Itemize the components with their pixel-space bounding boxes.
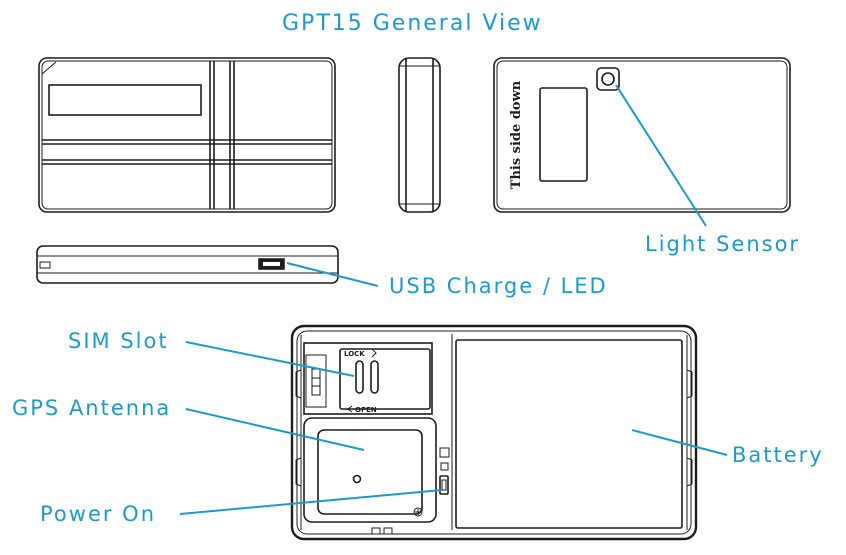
open-text: OPEN bbox=[355, 406, 377, 414]
back-view bbox=[493, 57, 791, 213]
bottom-edge-view bbox=[36, 245, 339, 284]
sim-slot bbox=[303, 342, 433, 415]
lock-text: LOCK bbox=[344, 350, 365, 358]
battery-label: Battery bbox=[732, 443, 824, 467]
gps-antenna-label: GPS Antenna bbox=[12, 396, 172, 420]
gps-antenna bbox=[303, 417, 437, 523]
sim-slot-leader bbox=[185, 341, 355, 377]
light-sensor-window bbox=[596, 67, 620, 91]
usb-charge-led-label: USB Charge / LED bbox=[389, 274, 608, 298]
front-view bbox=[38, 57, 336, 213]
this-side-down-text: This side down bbox=[509, 80, 524, 189]
gps-antenna-leader bbox=[185, 408, 365, 451]
side-view bbox=[398, 57, 441, 213]
power-on-leader bbox=[179, 489, 443, 515]
power-on-label: Power On bbox=[40, 502, 157, 526]
usb-leader bbox=[286, 262, 379, 287]
diagram-title: GPT15 General View bbox=[282, 11, 543, 36]
battery bbox=[455, 339, 683, 529]
light-sensor-label: Light Sensor bbox=[645, 232, 801, 256]
battery-leader bbox=[631, 429, 728, 456]
power-on-switch bbox=[413, 447, 450, 517]
sim-slot-label: SIM Slot bbox=[68, 329, 169, 353]
light-sensor-leader bbox=[615, 84, 707, 227]
